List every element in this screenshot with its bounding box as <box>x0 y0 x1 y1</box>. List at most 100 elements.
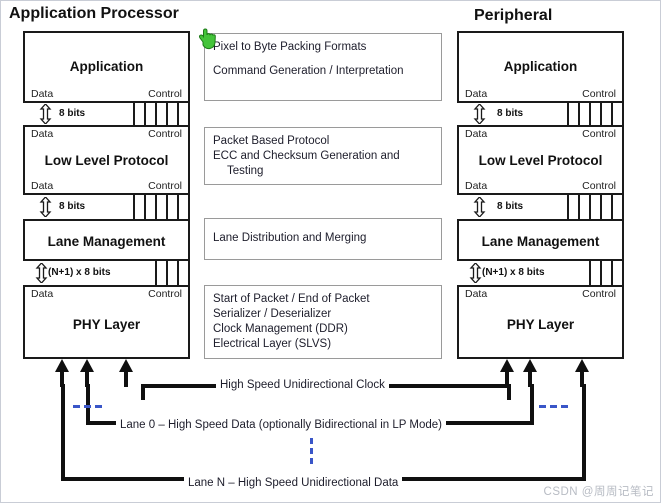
periph-bidirectional-arrow-icon-2 <box>473 197 486 217</box>
ap-phy-port-control-top: Control <box>148 288 182 300</box>
clock-wire-riser-left <box>141 384 145 400</box>
low-level-desc-line-1: Packet Based Protocol <box>213 135 330 147</box>
periph-control-bus-line <box>611 261 613 285</box>
laneN-wire-riser-left <box>61 384 65 478</box>
periph-llp-port-data-top: Data <box>465 128 488 140</box>
clock-arrow-icon-left <box>118 359 134 387</box>
ap-control-bus-line <box>188 261 190 285</box>
ap-control-bus-line <box>166 261 168 285</box>
periph-interface-label-3: (N+1) x 8 bits <box>482 267 545 278</box>
ap-control-bus-line <box>155 261 157 285</box>
ap-layer-lane-management: Lane Management <box>23 219 190 261</box>
clock-arrow-icon-right <box>499 359 515 387</box>
periph-control-bus-line <box>600 103 602 125</box>
ap-interface-lane-management-to-phy: (N+1) x 8 bits <box>23 261 190 285</box>
ap-application-port-data-bottom: Data <box>31 88 54 100</box>
lane0-arrow-icon-right <box>522 359 538 387</box>
periph-application-port-control-bottom: Control <box>582 88 616 100</box>
ap-control-bus-line <box>155 195 157 219</box>
periph-control-bus-line <box>589 261 591 285</box>
ap-application-port-control-bottom: Control <box>148 88 182 100</box>
phy-desc-line-3: Clock Management (DDR) <box>213 323 348 335</box>
ap-control-bus-line <box>133 195 135 219</box>
ap-bidirectional-arrow-icon-3 <box>35 263 48 283</box>
low-level-desc-line-2: ECC and Checksum Generation and <box>213 150 400 162</box>
periph-control-bus-line <box>567 103 569 125</box>
periph-control-bus-line <box>567 195 569 219</box>
periph-interface-label-1: 8 bits <box>497 108 524 119</box>
periph-control-bus-line <box>622 261 624 285</box>
hand-pointer-cursor-icon <box>197 28 217 50</box>
lane0-wire-riser-right <box>530 384 534 422</box>
laneN-arrow-icon-left <box>54 359 70 387</box>
periph-layer-low-level-protocol-label: Low Level Protocol <box>478 153 603 168</box>
phy-description-box: Start of Packet / End of Packet Serializ… <box>204 285 442 359</box>
ap-phy-port-data-top: Data <box>31 288 54 300</box>
periph-control-bus-line <box>589 195 591 219</box>
periph-layer-lane-management: Lane Management <box>457 219 624 261</box>
low-level-desc-line-3: Testing <box>227 165 264 177</box>
laneN-wire-riser-right <box>582 384 586 478</box>
periph-interface-label-2: 8 bits <box>497 201 524 212</box>
ap-control-bus-line <box>166 103 168 125</box>
clock-signal-label: High Speed Unidirectional Clock <box>216 379 389 391</box>
low-level-protocol-description-box: Packet Based Protocol ECC and Checksum G… <box>204 127 442 185</box>
lane0-arrow-icon-left <box>79 359 95 387</box>
ap-control-bus-line <box>177 261 179 285</box>
ap-interface-llp-to-lane-management: 8 bits <box>23 195 190 219</box>
lp-mode-dash-marker-left <box>73 405 102 408</box>
laneN-signal-label: Lane N – High Speed Unidirectional Data <box>184 477 403 489</box>
ap-control-bus-line <box>177 103 179 125</box>
phy-desc-line-2: Serializer / Deserializer <box>213 308 332 320</box>
lane-management-desc-line-1: Lane Distribution and Merging <box>213 232 367 244</box>
periph-layer-application: Application Data Control <box>457 31 624 103</box>
periph-llp-port-control-bottom: Control <box>582 180 616 192</box>
ap-llp-port-data-bottom: Data <box>31 180 54 192</box>
ap-interface-label-1: 8 bits <box>59 108 86 119</box>
periph-layer-low-level-protocol: Data Control Low Level Protocol Data Con… <box>457 125 624 195</box>
lp-mode-dash-marker-right <box>539 405 568 408</box>
clock-wire-riser-right <box>507 384 511 400</box>
periph-phy-port-control-top: Control <box>582 288 616 300</box>
periph-control-bus-line <box>622 195 624 219</box>
periph-control-bus-line <box>578 103 580 125</box>
ap-layer-phy-label: PHY Layer <box>72 317 141 332</box>
phy-desc-line-4: Electrical Layer (SLVS) <box>213 338 332 350</box>
lane0-wire-riser-left <box>86 384 90 422</box>
periph-control-bus-line <box>622 103 624 125</box>
periph-llp-port-control-top: Control <box>582 128 616 140</box>
column-title-peripheral: Peripheral <box>474 7 553 24</box>
ap-interface-label-2: 8 bits <box>59 201 86 212</box>
watermark-text: CSDN @周周记笔记 <box>543 486 654 498</box>
periph-interface-application-to-llp: 8 bits <box>457 103 624 125</box>
periph-layer-application-label: Application <box>503 59 578 74</box>
ap-control-bus-line <box>166 195 168 219</box>
ap-llp-port-control-top: Control <box>148 128 182 140</box>
periph-interface-llp-to-lane-management: 8 bits <box>457 195 624 219</box>
ap-bidirectional-arrow-icon-2 <box>39 197 52 217</box>
ap-llp-port-control-bottom: Control <box>148 180 182 192</box>
ap-control-bus-line <box>155 103 157 125</box>
periph-bidirectional-arrow-icon-1 <box>473 104 486 124</box>
ap-bidirectional-arrow-icon-1 <box>39 104 52 124</box>
column-title-application-processor: Application Processor <box>9 5 179 22</box>
application-desc-line-1: Pixel to Byte Packing Formats <box>213 41 367 53</box>
periph-application-port-data-bottom: Data <box>465 88 488 100</box>
ap-control-bus-line <box>144 103 146 125</box>
ap-layer-application: Application Data Control <box>23 31 190 103</box>
ap-layer-low-level-protocol-label: Low Level Protocol <box>44 153 169 168</box>
periph-bidirectional-arrow-icon-3 <box>469 263 482 283</box>
periph-phy-port-data-top: Data <box>465 288 488 300</box>
lane0-signal-label: Lane 0 – High Speed Data (optionally Bid… <box>116 419 446 431</box>
ap-control-bus-line <box>177 195 179 219</box>
periph-control-bus-line <box>578 195 580 219</box>
periph-control-bus-line <box>600 261 602 285</box>
periph-control-bus-line <box>589 103 591 125</box>
application-description-box: Pixel to Byte Packing Formats Command Ge… <box>204 33 442 101</box>
laneN-arrow-icon-right <box>574 359 590 387</box>
ap-interface-label-3: (N+1) x 8 bits <box>48 267 111 278</box>
ap-control-bus-line <box>144 195 146 219</box>
periph-interface-lane-management-to-phy: (N+1) x 8 bits <box>457 261 624 285</box>
periph-control-bus-line <box>600 195 602 219</box>
